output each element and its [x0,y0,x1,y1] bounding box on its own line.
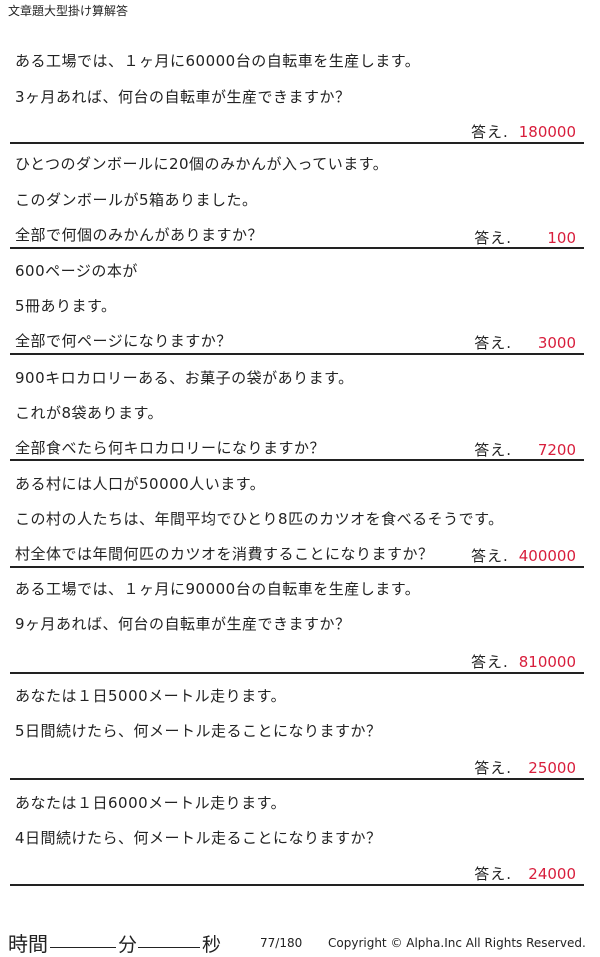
answer-value: 810000 [518,653,576,671]
problem-line: ある工場では、１ヶ月に60000台の自転車を生産します。 [15,52,421,70]
answer: 答え. 810000 [471,651,576,672]
copyright: Copyright © Alpha.Inc All Rights Reserve… [328,936,586,950]
answer-value: 180000 [518,123,576,141]
answer: 答え. 3000 [474,332,576,353]
minutes-blank [50,947,116,948]
problem-line: 4日間続けたら、何メートル走ることになりますか？ [15,829,382,847]
problem-7: あなたは１日5000メートル走ります。 5日間続けたら、何メートル走ることになり… [10,676,584,780]
answer-label: 答え. [474,229,512,247]
problem-1: ある工場では、１ヶ月に60000台の自転車を生産します。 3ヶ月あれば、何台の自… [10,38,584,144]
answer-value: 400000 [518,547,576,565]
answer-label: 答え. [470,653,509,671]
answer: 答え. 25000 [474,757,576,778]
problem-line: 600ページの本が [15,262,138,280]
seconds-blank [138,947,200,948]
seconds-label: 秒 [202,934,222,956]
minutes-label: 分 [118,934,138,956]
problem-line: 3ヶ月あれば、何台の自転車が生産できますか？ [15,88,351,106]
problem-line: ある工場では、１ヶ月に90000台の自転車を生産します。 [15,580,421,598]
problem-line: ある村には人口が50000人います。 [15,475,266,493]
problem-line: 全部食べたら何キロカロリーになりますか？ [15,439,326,457]
problem-4: 900キロカロリーある、お菓子の袋があります。 これが8袋あります。 全部食べた… [10,357,584,461]
problem-2: ひとつのダンボールに20個のみかんが入っています。 このダンボールが5箱ありまし… [10,144,584,249]
answer-value: 3000 [537,334,576,352]
problem-line: 5冊あります。 [15,297,117,315]
time-label: 時間 [8,932,48,956]
problem-line: 5日間続けたら、何メートル走ることになりますか？ [15,722,382,740]
problem-line: この村の人たちは、年間平均でひとり8匹のカツオを食べるそうです。 [15,510,504,528]
worksheet-title: 文章題大型掛け算解答 [8,4,129,18]
answer: 答え. 100 [474,227,576,248]
problem-line: このダンボールが5箱ありました。 [15,191,258,209]
answer-value: 7200 [537,441,576,459]
problem-8: あなたは１日6000メートル走ります。 4日間続けたら、何メートル走ることになり… [10,783,584,886]
page-number: 77/180 [260,936,303,950]
problem-line: 全部で何個のみかんがありますか？ [15,226,264,244]
answer: 答え. 180000 [471,121,576,142]
answer-label: 答え. [474,865,512,883]
problem-line: これが8袋あります。 [15,404,164,422]
answer: 答え. 7200 [474,439,576,460]
problem-line: 村全体では年間何匹のカツオを消費することになりますか？ [15,545,434,563]
answer-label: 答え. [474,759,512,777]
answer-label: 答え. [470,547,509,565]
footer: 時間 分 秒 77/180 Copyright © Alpha.Inc All … [0,924,600,956]
answer: 答え. 400000 [471,545,576,566]
answer-value: 24000 [528,865,576,883]
problem-3: 600ページの本が 5冊あります。 全部で何ページになりますか？ 答え. 3000 [10,250,584,355]
answer: 答え. 24000 [474,863,576,884]
problem-line: 全部で何ページになりますか？ [15,332,232,350]
problem-line: あなたは１日6000メートル走ります。 [15,794,287,812]
problem-5: ある村には人口が50000人います。 この村の人たちは、年間平均でひとり8匹のカ… [10,463,584,568]
problem-line: 9ヶ月あれば、何台の自転車が生産できますか？ [15,615,351,633]
answer-label: 答え. [474,441,512,459]
problem-6: ある工場では、１ヶ月に90000台の自転車を生産します。 9ヶ月あれば、何台の自… [10,569,584,674]
answer-value: 25000 [528,759,576,777]
answer-label: 答え. [470,123,509,141]
problem-line: ひとつのダンボールに20個のみかんが入っています。 [15,155,389,173]
problem-line: 900キロカロリーある、お菓子の袋があります。 [15,369,354,387]
answer-value: 100 [547,229,576,247]
problem-line: あなたは１日5000メートル走ります。 [15,687,287,705]
answer-label: 答え. [474,334,512,352]
